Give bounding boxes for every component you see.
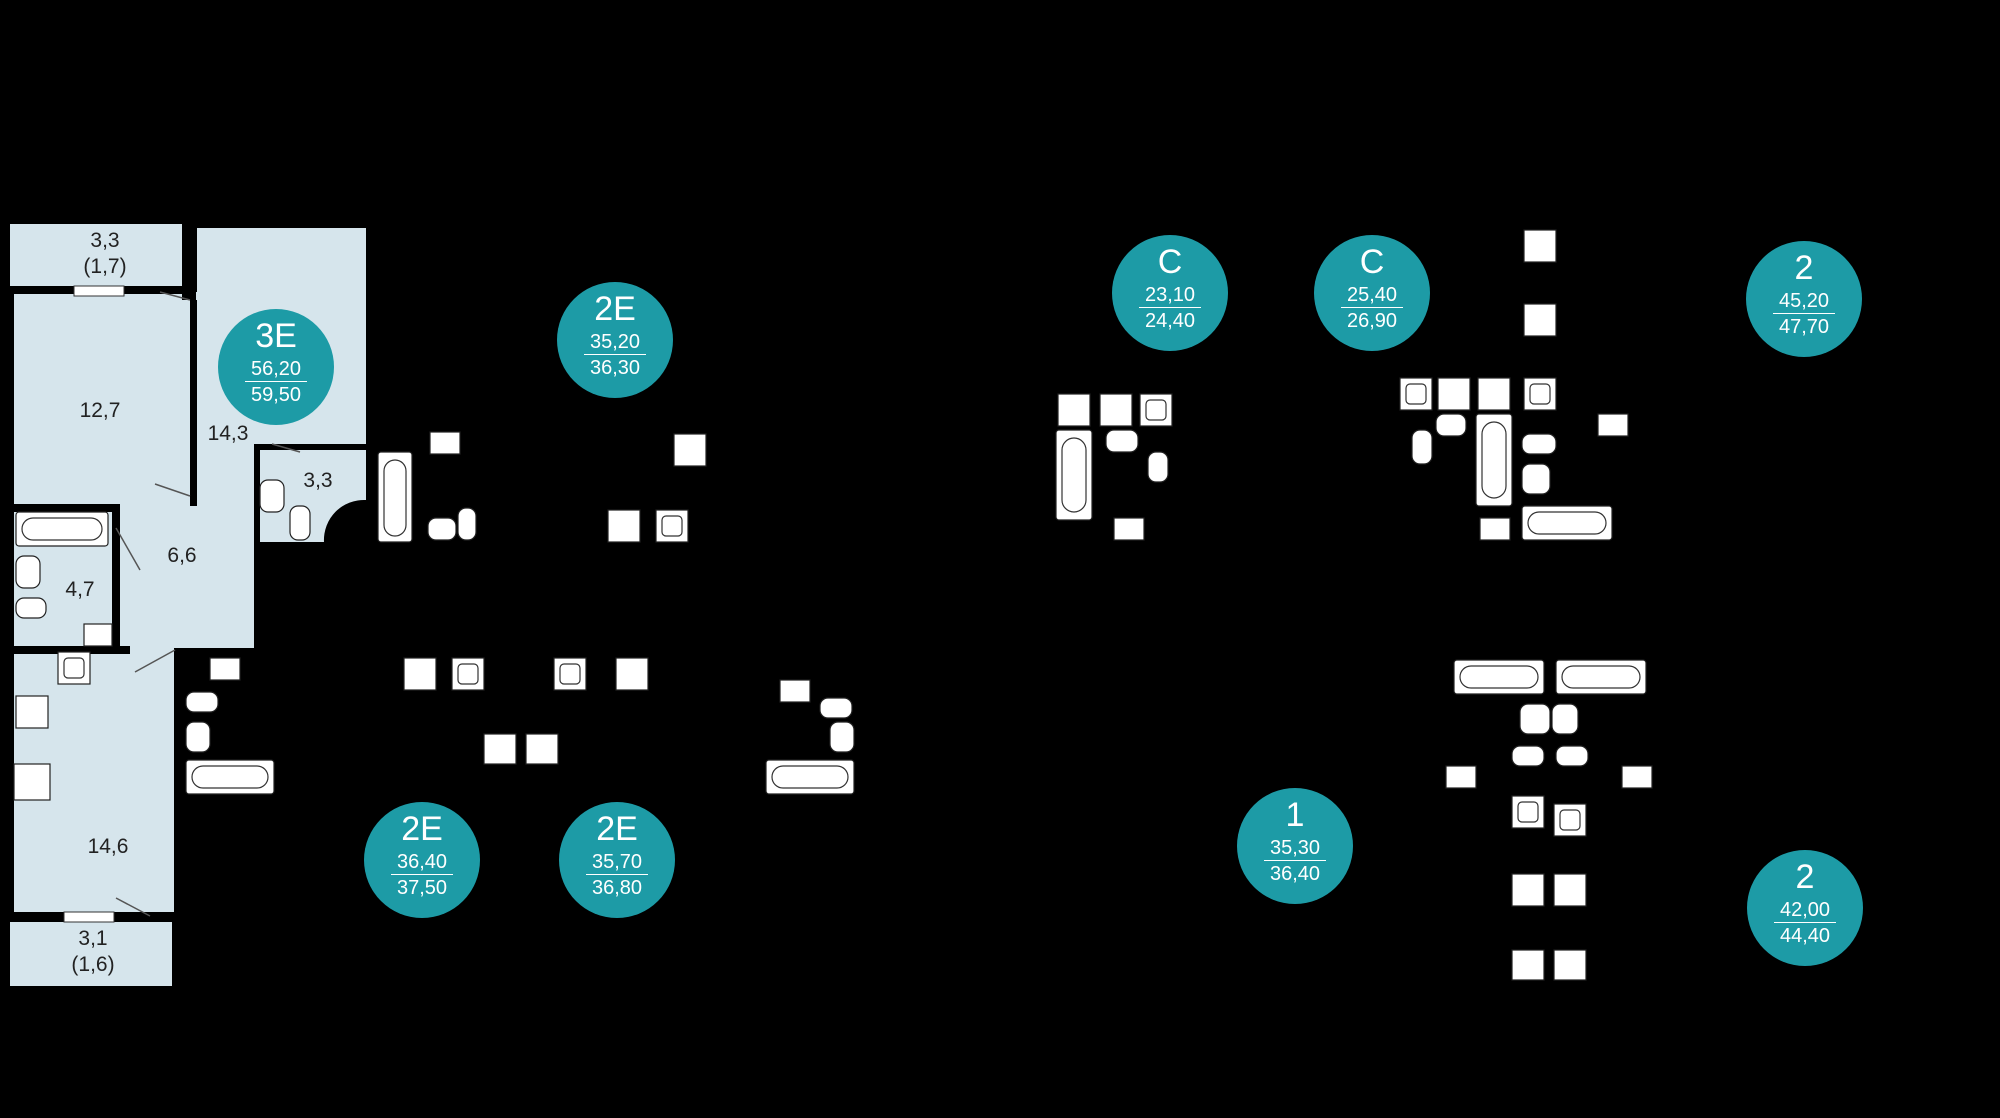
living-area: 36,40 [391, 850, 453, 875]
total-area: 36,40 [1269, 863, 1321, 885]
room-area: 3,1 [78, 927, 108, 950]
living-area: 42,00 [1774, 898, 1836, 923]
apartment-badge[interactable]: 1 35,30 36,40 [1237, 788, 1353, 904]
living-area: 25,40 [1341, 283, 1403, 308]
apartment-type: 3E [255, 317, 297, 355]
total-area: 24,40 [1144, 310, 1196, 332]
apartment-type: 2E [594, 290, 636, 328]
shower-icon [323, 499, 366, 542]
apartment-badge[interactable]: C 25,40 26,90 [1314, 235, 1430, 351]
living-area: 45,20 [1773, 289, 1835, 314]
apartment-badge[interactable]: 2E 35,70 36,80 [559, 802, 675, 918]
stove-icon [15, 303, 1587, 907]
apartment-badge[interactable]: 2E 36,40 37,50 [364, 802, 480, 918]
room-area: 12,7 [79, 399, 121, 422]
apartment-badge[interactable]: 2 45,20 47,70 [1746, 241, 1862, 357]
apartment-type: C [1359, 243, 1385, 281]
room-area: 14,6 [87, 835, 129, 858]
room-area-reduced: (1,7) [83, 255, 127, 278]
total-area: 37,50 [396, 877, 448, 899]
living-area: 23,10 [1139, 283, 1201, 308]
room-area: 14,3 [207, 422, 249, 445]
room-area: 6,6 [167, 544, 197, 567]
apartment-badge[interactable]: C 23,10 24,40 [1112, 235, 1228, 351]
washing-machine-icon [83, 413, 1653, 789]
room-area-reduced: (1,6) [71, 953, 115, 976]
room-area: 3,3 [90, 229, 120, 252]
apartment-badge[interactable]: 2E 35,20 36,30 [557, 282, 673, 398]
apartment-badge[interactable]: 2 42,00 44,40 [1747, 850, 1863, 966]
apartment-type: 2E [401, 810, 443, 848]
fridge-icon [13, 229, 1587, 981]
apartment-badge[interactable]: 3E 56,20 59,50 [218, 309, 334, 425]
total-area: 26,90 [1346, 310, 1398, 332]
living-area: 35,20 [584, 330, 646, 355]
total-area: 36,80 [591, 877, 643, 899]
apartment-type: 2 [1794, 249, 1814, 287]
total-area: 36,30 [589, 357, 641, 379]
apartment-type: 1 [1285, 796, 1305, 834]
living-area: 35,30 [1264, 836, 1326, 861]
sink-icon [57, 377, 1587, 837]
room-balcony-area: 3,1 (1,6) [58, 926, 128, 978]
toilet-icon [15, 413, 1589, 767]
room-area: 3,3 [303, 469, 333, 492]
room-balcony-area: 3,3 (1,7) [70, 228, 140, 280]
total-area: 59,50 [250, 384, 302, 406]
living-area: 56,20 [245, 357, 307, 382]
living-area: 35,70 [586, 850, 648, 875]
total-area: 44,40 [1779, 925, 1831, 947]
apartment-type: 2E [596, 810, 638, 848]
apartment-type: C [1157, 243, 1183, 281]
total-area: 47,70 [1778, 316, 1830, 338]
room-area: 4,7 [65, 578, 95, 601]
bathtub-icon [15, 413, 1647, 795]
apartment-type: 2 [1795, 858, 1815, 896]
